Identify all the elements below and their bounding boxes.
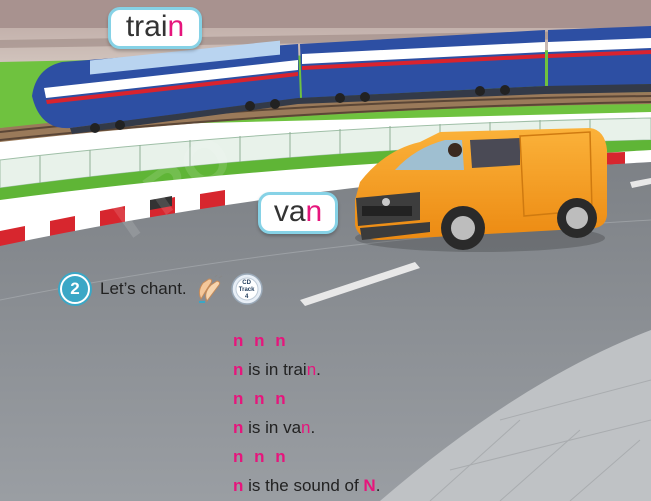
cd-track-label: CD Track 4	[238, 280, 255, 300]
clapping-hands-icon	[198, 275, 222, 303]
van	[150, 128, 607, 252]
word-card-train: train	[108, 7, 202, 49]
train	[32, 26, 651, 134]
chant-lines: n n n n is in train. n n n n is in van. …	[233, 326, 493, 500]
chant-line-3: n n n	[233, 389, 286, 408]
road	[0, 162, 651, 501]
chant-line-2: n is in train.	[233, 360, 321, 379]
word-card-van: van	[258, 192, 338, 234]
railway-track	[0, 92, 651, 142]
chant-title: Let’s chant.	[100, 279, 187, 298]
exercise-number-badge: 2	[60, 274, 90, 304]
chant-line-5: n n n	[233, 447, 286, 466]
cd-track-icon[interactable]: CD Track 4	[230, 273, 263, 305]
chant-line-4: n is in van.	[233, 418, 316, 437]
lane-marking	[300, 262, 420, 306]
chant-header: 2 Let’s chant. CD Track 4	[60, 273, 263, 305]
chant-line-1: n n n	[233, 331, 286, 350]
chant-line-6: n is the sound of N.	[233, 476, 381, 495]
bridge-structure	[0, 0, 651, 28]
